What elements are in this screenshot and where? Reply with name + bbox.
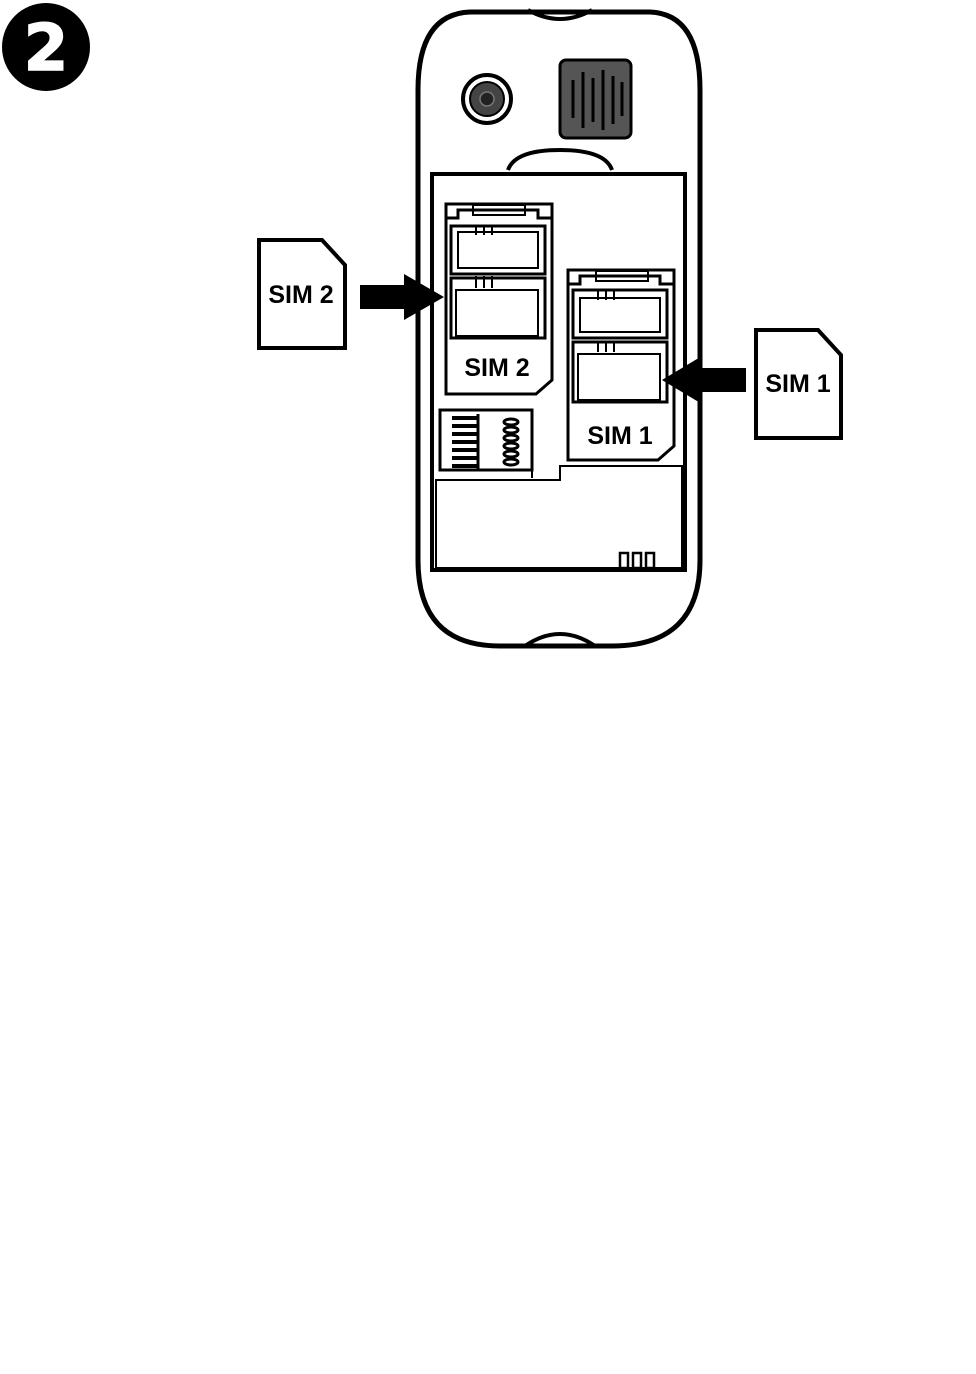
microsd-slot: [440, 410, 532, 478]
sim1-slot: SIM 1: [568, 270, 674, 460]
sim2-card-label: SIM 2: [268, 281, 333, 309]
sim1-card: SIM 1: [756, 330, 841, 438]
sim1-slot-label: SIM 1: [587, 422, 652, 450]
sim2-slot-label: SIM 2: [464, 354, 529, 382]
speaker-grille-icon: [560, 60, 631, 138]
sim2-card: SIM 2: [259, 240, 345, 348]
sim1-card-label: SIM 1: [765, 370, 830, 398]
step-badge: 2: [2, 3, 90, 91]
step-number: 2: [24, 12, 69, 86]
sim2-slot: SIM 2: [446, 204, 552, 394]
camera-lens-icon: [463, 75, 511, 123]
